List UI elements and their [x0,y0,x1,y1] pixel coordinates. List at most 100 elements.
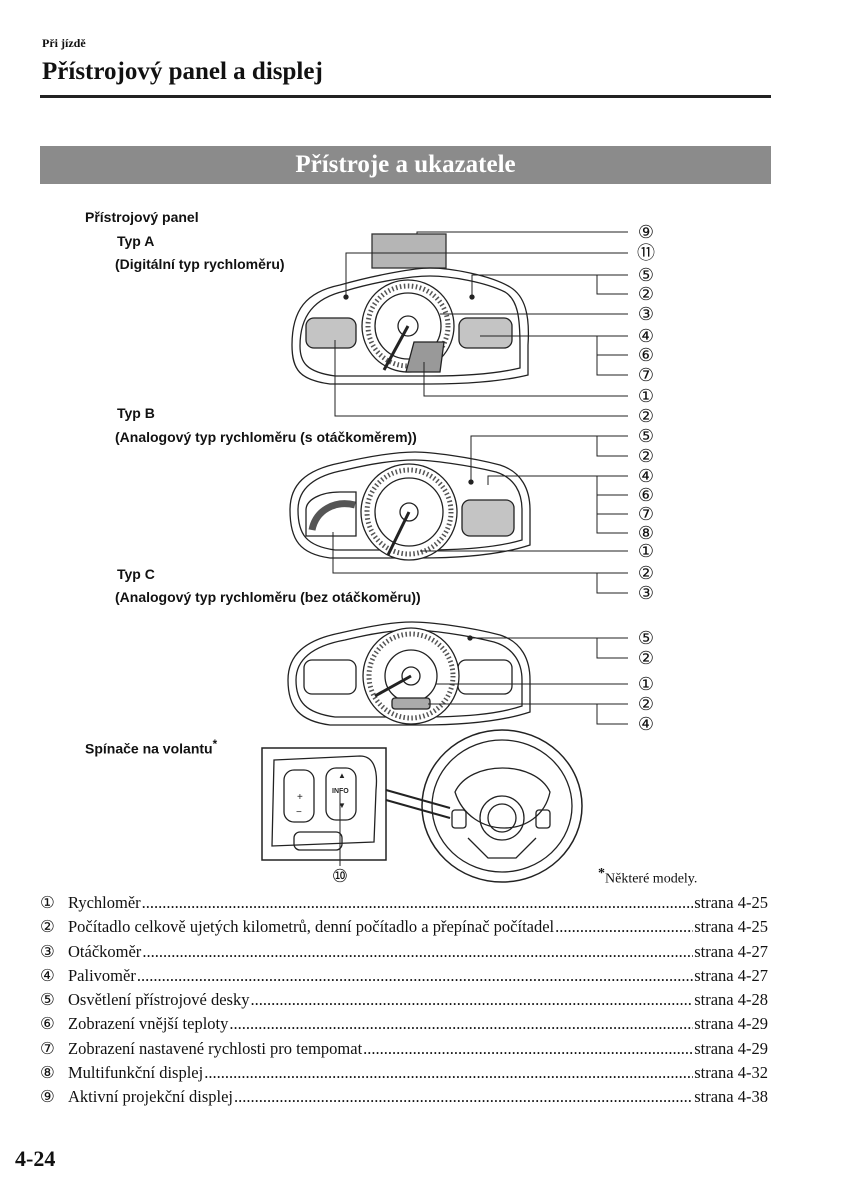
callout-marker: ⑪ [637,243,655,263]
panel-heading: Přístrojový panel [85,209,199,225]
svg-text:▲: ▲ [338,771,346,780]
callout-marker: ⑦ [638,365,654,385]
reference-row: ⑧ Multifunkční displej strana 4-32 [40,1063,768,1087]
leader-dots [137,966,693,986]
type-c-name: Typ C [117,566,155,582]
type-b-name: Typ B [117,405,155,421]
callout-marker: ② [638,406,654,426]
callout-marker: ② [638,284,654,304]
callout-marker: ④ [638,714,654,734]
callout-marker: ③ [638,583,654,603]
callout-marker: ⑥ [638,485,654,505]
reference-number: ⑦ [40,1038,55,1058]
reference-number: ⑨ [40,1087,55,1107]
reference-page: strana 4-27 [694,941,768,961]
reference-page: strana 4-25 [694,917,768,937]
callout-marker: ⑨ [638,222,654,242]
reference-page: strana 4-32 [694,1063,768,1083]
reference-number: ① [40,893,55,912]
type-a-speed-readout [405,341,445,373]
reference-page: strana 4-28 [694,990,768,1010]
callout-marker: ⑤ [638,628,654,648]
callout-marker: ④ [638,326,654,346]
section-banner: Přístroje a ukazatele [40,146,771,184]
callout-marker: ② [638,648,654,668]
reference-text: Zobrazení nastavené rychlosti pro tempom… [68,1038,363,1058]
leader-dots [363,1039,693,1059]
reference-row: ⑦ Zobrazení nastavené rychlosti pro tempo… [40,1039,768,1063]
steering-switch-detail: + − ▲ INFO ▼ [261,747,451,866]
callout-marker: ① [638,674,654,694]
reference-text: Palivoměr [68,965,136,985]
callout-marker: ⑧ [638,523,654,543]
reference-number: ② [40,917,55,937]
reference-text: Zobrazení vnější teploty [68,1014,229,1034]
leader-dots [142,942,693,962]
callout-marker: ④ [638,466,654,486]
reference-text: Multifunkční displej [68,1063,204,1083]
svg-text:−: − [296,807,302,818]
title-rule [40,95,771,98]
callout-marker: ② [638,563,654,583]
reference-row: ④ Palivoměr strana 4-27 [40,966,768,990]
callout-marker: ⑩ [332,866,348,886]
page-title: Přístrojový panel a displej [42,58,323,85]
leader-dots [234,1087,693,1107]
info-label: INFO [332,788,349,795]
reference-row: ⑤ Osvětlení přístrojové desky strana 4-28 [40,990,768,1014]
type-a-desc: (Digitální typ rychloměru) [115,256,285,272]
reference-number: ③ [40,941,55,961]
page-number: 4-24 [15,1146,56,1171]
footnote-asterisk: * [598,866,605,881]
leader-dots [250,990,693,1010]
reference-list: ① Rychloměr strana 4-25 ② Počítadlo celkově … [40,893,768,1112]
leader-dots [142,893,694,913]
callout-marker: ② [638,694,654,714]
type-b-desc: (Analogový typ rychloměru (s otáčkoměrem… [115,429,417,445]
callout-marker: ⑦ [638,504,654,524]
steering-wheel [421,729,583,883]
type-c-desc: (Analogový typ rychloměru (bez otáčkoměr… [115,589,421,605]
type-b-cluster [289,451,531,561]
reference-row: ① Rychloměr strana 4-25 [40,893,768,917]
callout-marker: ③ [638,304,654,324]
type-a-name: Typ A [117,233,155,249]
type-c-odometer [391,697,431,710]
callout-marker: ⑥ [638,345,654,365]
reference-number: ⑥ [40,1014,55,1034]
reference-text: Osvětlení přístrojové desky [68,990,250,1010]
reference-row: ② Počítadlo celkově ujetých kilometrů, de… [40,917,768,941]
leader-dots [555,917,693,937]
type-a-right-display [458,317,513,349]
reference-number: ⑤ [40,990,55,1010]
switches-asterisk: * [212,738,218,751]
reference-page: strana 4-29 [694,1014,768,1034]
reference-page: strana 4-27 [694,965,768,985]
reference-number: ④ [40,965,55,985]
type-a-cluster [291,233,530,385]
hud-display [371,233,447,269]
type-c-cluster [287,621,531,726]
reference-row: ③Otáčkoměrstrana 4-27 [40,942,768,966]
reference-text: Rychloměr [68,893,141,912]
reference-page: strana 4-25 [694,893,768,912]
callout-marker: ② [638,446,654,466]
switches-heading: Spínače na volantu* [85,738,217,757]
leader-dots [204,1063,693,1083]
callout-marker: ⑤ [638,265,654,285]
callout-marker: ① [638,386,654,406]
switches-heading-text: Spínače na volantu [85,740,213,757]
footnote: *Některé modely. [598,866,697,888]
callout-marker: ① [638,541,654,561]
reference-row: ⑥ Zobrazení vnější teploty strana 4-29 [40,1014,768,1038]
leader-dots [229,1014,693,1034]
reference-page: strana 4-29 [694,1038,768,1058]
svg-text:▼: ▼ [338,801,346,810]
reference-number: ⑧ [40,1063,55,1083]
callout-marker: ⑤ [638,426,654,446]
reference-text: Počítadlo celkově ujetých kilometrů, den… [68,917,555,937]
svg-text:+: + [297,792,303,803]
section-label: Při jízdě [42,36,86,50]
